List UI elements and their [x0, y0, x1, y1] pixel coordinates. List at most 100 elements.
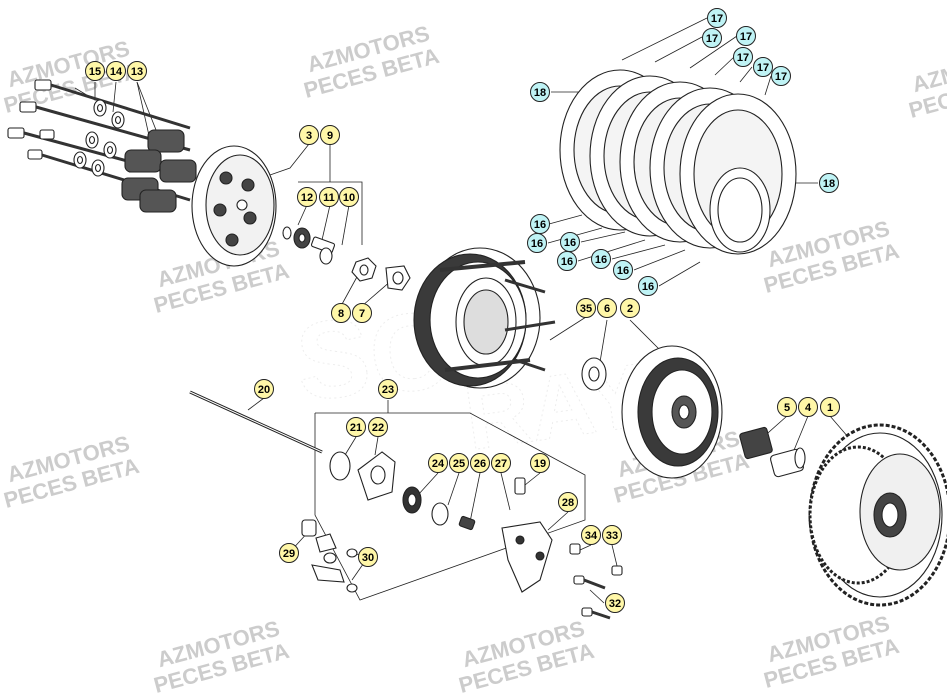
- clutch-pushrod: [189, 390, 323, 454]
- thrust-washer: [581, 357, 607, 391]
- callout-label: 13: [131, 66, 143, 78]
- callout-label: 15: [89, 66, 101, 78]
- callout-17: 17: [736, 26, 756, 46]
- callout-5: 5: [777, 397, 797, 417]
- callout-4: 4: [798, 397, 818, 417]
- callout-circle: [798, 397, 818, 417]
- callout-10: 10: [339, 187, 359, 207]
- callout-24: 24: [428, 453, 448, 473]
- callout-label: 17: [740, 31, 752, 43]
- callout-circle: [602, 525, 622, 545]
- parts: [7, 69, 947, 620]
- callout-circle: [530, 453, 550, 473]
- callout-16: 16: [613, 260, 633, 280]
- callout-29: 29: [279, 543, 299, 563]
- callout-label: 10: [343, 192, 355, 204]
- callout-label: 21: [350, 422, 362, 434]
- callout-circle: [339, 187, 359, 207]
- callout-circle: [771, 66, 791, 86]
- callout-label: 16: [561, 256, 573, 268]
- callout-label: 17: [775, 71, 787, 83]
- callout-33: 33: [602, 525, 622, 545]
- callout-circle: [638, 276, 658, 296]
- callout-circle: [352, 303, 372, 323]
- callout-label: 30: [362, 552, 374, 564]
- callout-circle: [358, 547, 378, 567]
- callout-label: 16: [534, 219, 546, 231]
- callout-circle: [279, 543, 299, 563]
- callout-circle: [428, 453, 448, 473]
- callout-circle: [527, 233, 547, 253]
- slave-cylinder-assembly: [329, 451, 553, 593]
- callout-17: 17: [702, 28, 722, 48]
- callout-14: 14: [106, 61, 126, 81]
- callout-9: 9: [320, 125, 340, 145]
- callout-label: 17: [706, 33, 718, 45]
- callout-circle: [299, 125, 319, 145]
- callout-18: 18: [819, 173, 839, 193]
- callout-7: 7: [352, 303, 372, 323]
- callout-label: 17: [711, 13, 723, 25]
- callout-circle: [605, 593, 625, 613]
- callout-label: 16: [595, 254, 607, 266]
- clutch-hub: [413, 247, 556, 389]
- callout-circle: [777, 397, 797, 417]
- callout-circle: [591, 249, 611, 269]
- callout-label: 24: [432, 458, 445, 470]
- callout-label: 16: [617, 265, 629, 277]
- nut-and-tab-washer: [351, 257, 411, 291]
- needle-bearing-and-bushing: [739, 426, 806, 478]
- slave-cylinder-bolts: [569, 543, 623, 620]
- callout-circle: [368, 417, 388, 437]
- callout-17: 17: [707, 8, 727, 28]
- callout-label: 16: [564, 237, 576, 249]
- callout-22: 22: [368, 417, 388, 437]
- callout-label: 26: [474, 458, 486, 470]
- callout-label: 22: [372, 422, 384, 434]
- callout-circle: [331, 303, 351, 323]
- callout-label: 35: [580, 303, 592, 315]
- callout-label: 17: [757, 62, 769, 74]
- callout-circle: [581, 525, 601, 545]
- callout-label: 17: [737, 52, 749, 64]
- callout-circle: [106, 61, 126, 81]
- callout-label: 27: [495, 458, 507, 470]
- callout-16: 16: [591, 249, 611, 269]
- callout-label: 2: [627, 303, 633, 315]
- callout-28: 28: [558, 492, 578, 512]
- callout-label: 11: [323, 192, 335, 204]
- callout-8: 8: [331, 303, 351, 323]
- callout-17: 17: [733, 47, 753, 67]
- callout-21: 21: [346, 417, 366, 437]
- callout-circle: [736, 26, 756, 46]
- bleed-fittings: [301, 519, 358, 593]
- callout-circle: [620, 298, 640, 318]
- callout-circle: [820, 397, 840, 417]
- callout-1: 1: [820, 397, 840, 417]
- clutch-basket: [621, 345, 723, 479]
- primary-gear: [808, 423, 947, 607]
- callout-23: 23: [378, 379, 398, 399]
- callout-20: 20: [254, 379, 274, 399]
- callout-label: 20: [258, 384, 270, 396]
- callout-16: 16: [638, 276, 658, 296]
- callout-label: 3: [306, 130, 312, 142]
- callout-label: 23: [382, 384, 394, 396]
- callout-circle: [319, 187, 339, 207]
- callout-13: 13: [127, 61, 147, 81]
- callout-19: 19: [530, 453, 550, 473]
- callout-11: 11: [319, 187, 339, 207]
- callout-circle: [702, 28, 722, 48]
- callout-6: 6: [597, 298, 617, 318]
- callout-16: 16: [530, 214, 550, 234]
- callout-26: 26: [470, 453, 490, 473]
- callout-circle: [576, 298, 596, 318]
- callout-label: 12: [301, 192, 313, 204]
- callout-label: 28: [562, 497, 574, 509]
- callout-circle: [557, 251, 577, 271]
- callout-circle: [707, 8, 727, 28]
